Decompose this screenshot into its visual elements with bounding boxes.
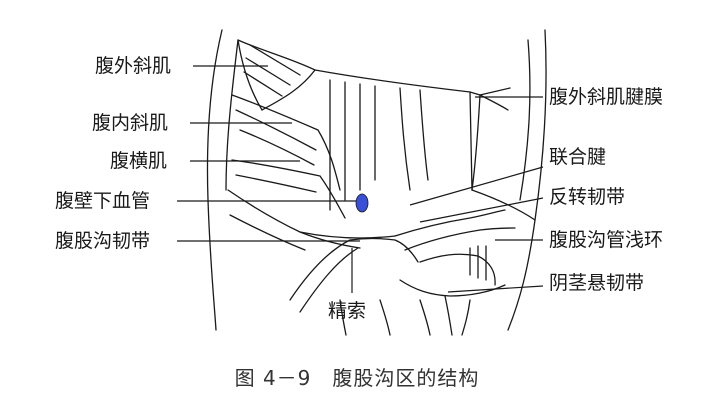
label-internal-oblique: 腹内斜肌 [92,112,169,134]
figure-caption: 图 4－9 腹股沟区的结构 [234,366,480,390]
inferior-epigastric-vessel [355,193,369,213]
label-suspensory-ligament: 阴茎悬韧带 [549,272,645,294]
leader-reflected-ligament [419,197,544,223]
superficial-ring [419,253,496,286]
label-transversus: 腹横肌 [110,150,168,172]
conjoint-tendon [394,209,506,237]
reflected-ligament [404,227,516,251]
body-outline-right-inner [519,39,531,201]
external-oblique-muscle [237,39,316,111]
aponeurosis-sheet [314,69,481,191]
body-outline-right [507,29,547,331]
inguinal-ligament-line [299,231,396,239]
body-outline-left-inner [225,39,239,191]
suspensory-region [399,279,506,297]
label-superficial-ring: 腹股沟管浅环 [549,229,664,251]
label-external-oblique: 腹外斜肌 [95,55,172,77]
leader-conjoint-tendon [409,166,544,206]
label-inguinal-ligament: 腹股沟韧带 [55,230,151,252]
label-reflected-ligament: 反转韧带 [549,186,626,208]
label-external-aponeurosis: 腹外斜肌腱膜 [549,86,664,108]
leader-suspensory-ligament [447,285,544,293]
label-spermatic-cord: 精索 [328,300,367,322]
transversus-muscle [231,159,346,219]
label-inferior-epigastric: 腹壁下血管 [55,190,151,212]
body-outline-left [206,29,223,331]
label-conjoint-tendon: 联合腱 [549,146,607,168]
internal-oblique-muscle [231,94,341,191]
